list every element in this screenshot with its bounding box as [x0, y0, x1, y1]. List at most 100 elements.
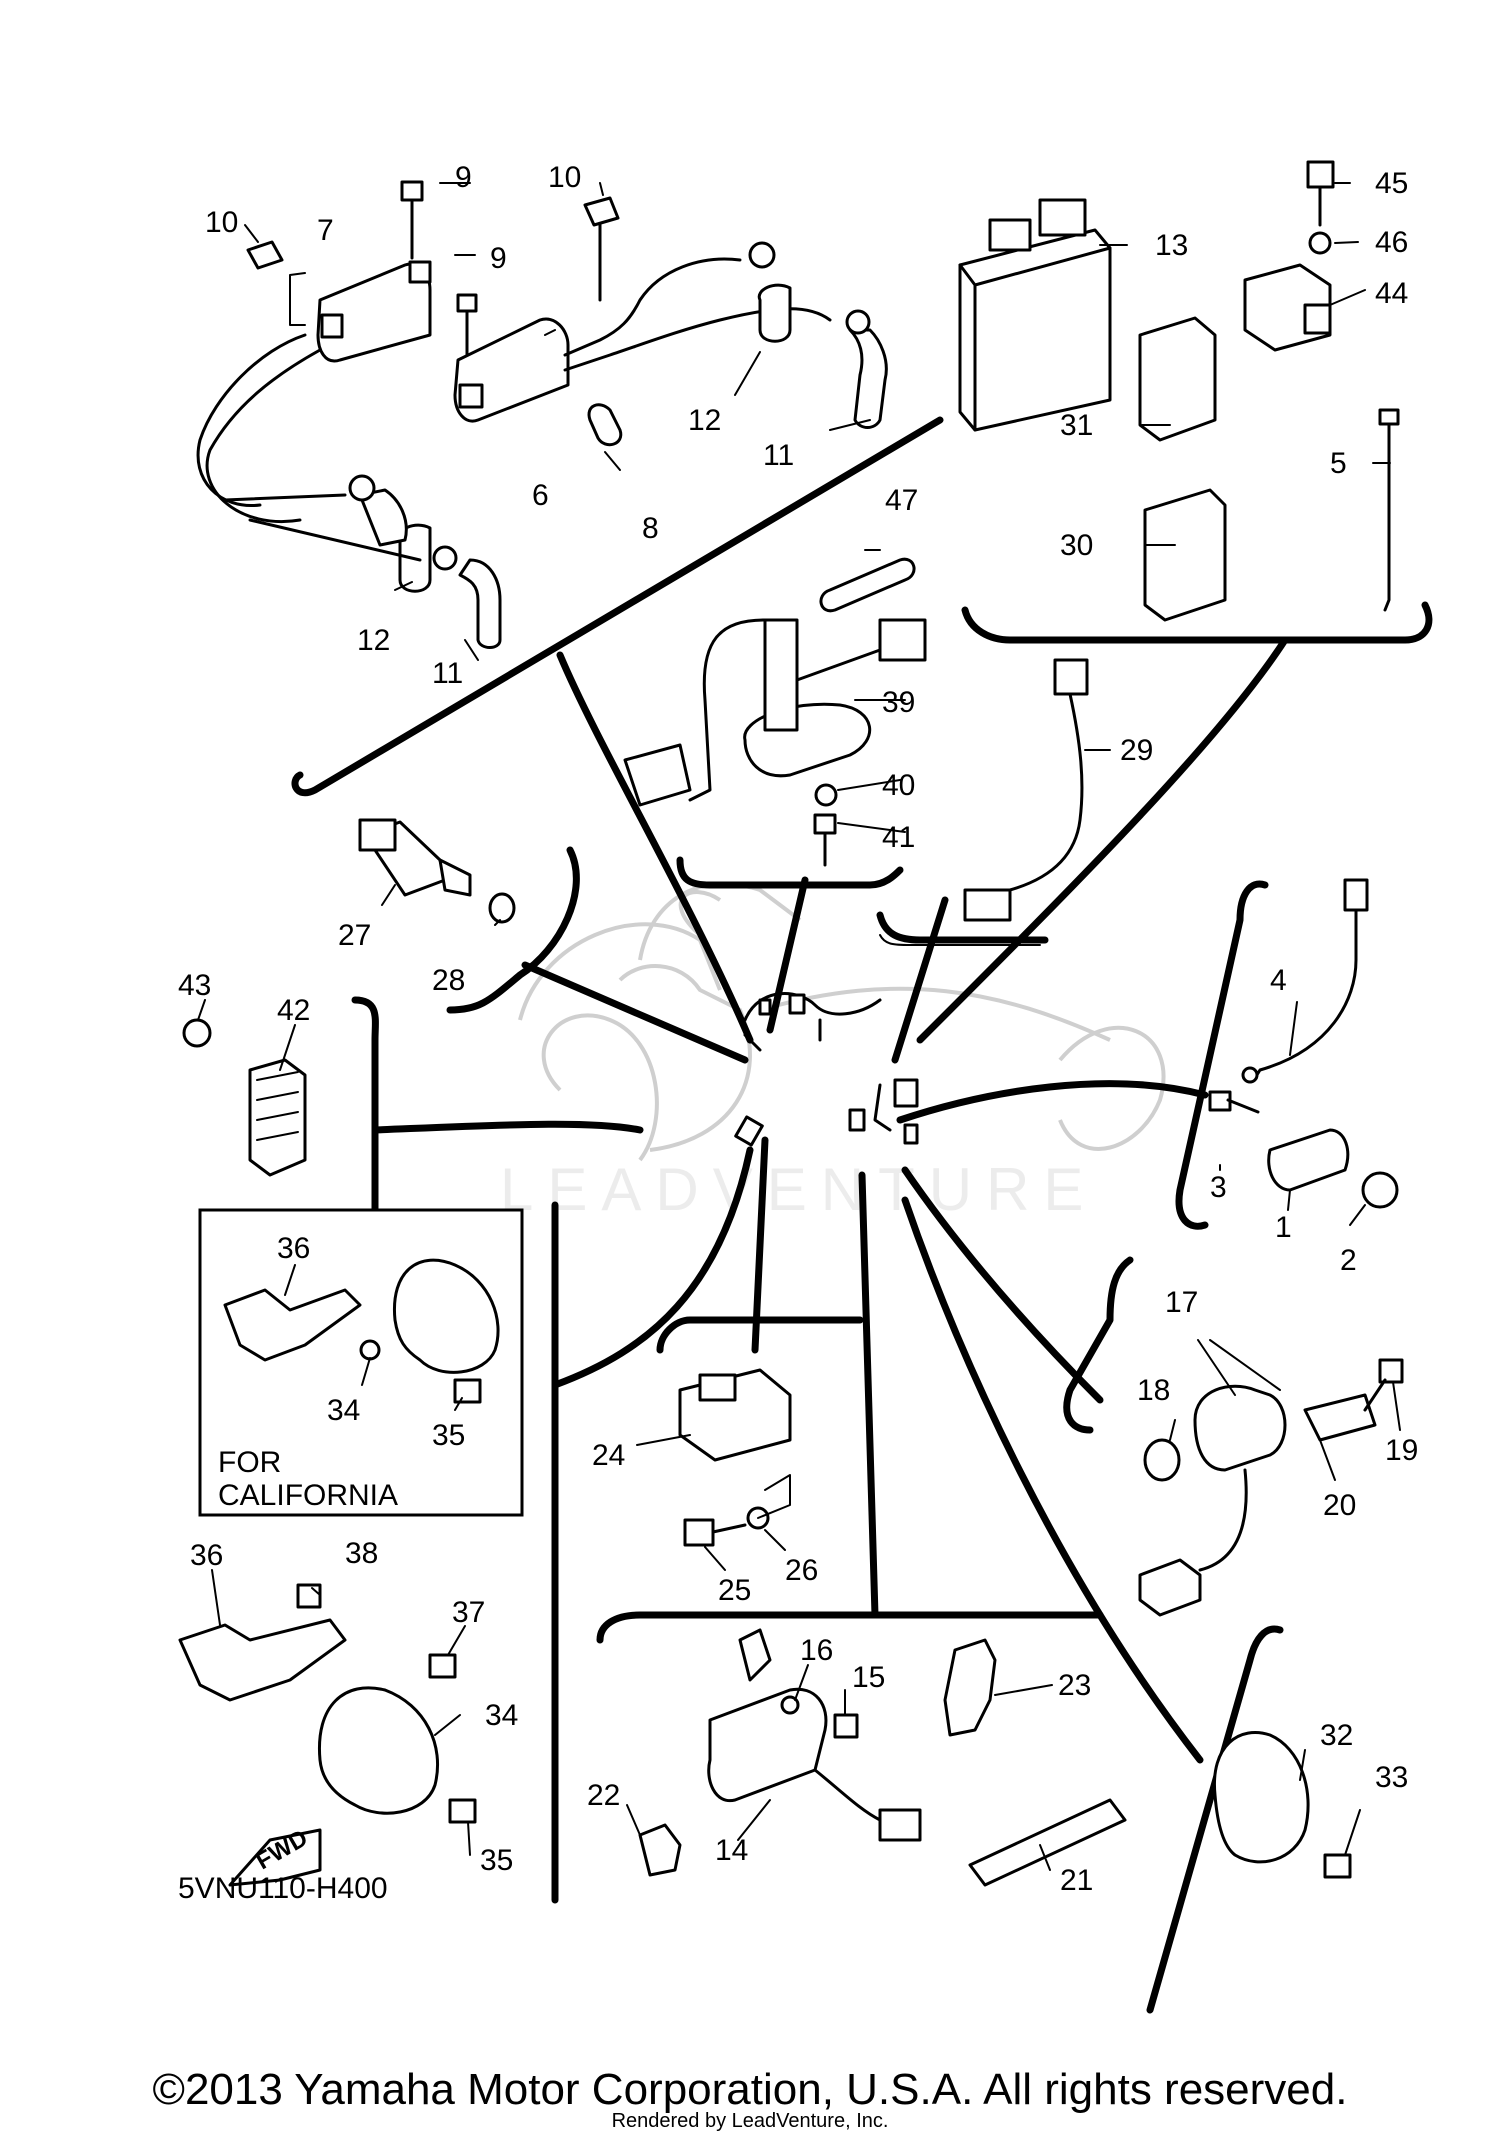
speed-sensor-group: [1208, 878, 1399, 1209]
callout-2: 2: [1340, 1244, 1357, 1277]
bolt-9-top[interactable]: [400, 180, 424, 202]
spark-plug-cap-12-right[interactable]: [757, 283, 792, 343]
callout-25: 25: [718, 1574, 751, 1607]
callout-31: 31: [1060, 409, 1093, 442]
sensor-17[interactable]: [1193, 1384, 1287, 1472]
washer-46[interactable]: [1308, 231, 1332, 255]
connector-29-bottom[interactable]: [963, 888, 1012, 922]
bolt-15[interactable]: [833, 1713, 859, 1739]
gasket-28[interactable]: [488, 892, 516, 924]
bracket-36[interactable]: [178, 1618, 347, 1702]
callout-12-right: 12: [688, 404, 721, 437]
nut-38[interactable]: [296, 1583, 322, 1609]
starter-relay-group: [678, 1368, 792, 1547]
reflector-42[interactable]: [248, 1058, 307, 1177]
connector-29-top[interactable]: [1053, 658, 1089, 696]
washer-16[interactable]: [780, 1695, 800, 1715]
crank-sensor-group: [1138, 1358, 1404, 1617]
gasket-47[interactable]: [819, 557, 916, 613]
callout-19: 19: [1385, 1434, 1418, 1467]
reflector-group: [182, 1018, 307, 1177]
callout-35-cal: 35: [432, 1419, 465, 1452]
callout-20: 20: [1323, 1489, 1356, 1522]
starter-motor-14[interactable]: [707, 1687, 828, 1803]
callout-10-left: 10: [205, 206, 238, 239]
callout-3: 3: [1210, 1171, 1227, 1204]
bolt-37[interactable]: [428, 1653, 457, 1679]
fwd-arrow: [228, 1828, 322, 1887]
connector-4[interactable]: [1343, 878, 1369, 912]
cap-10-mid[interactable]: [583, 196, 620, 227]
callout-4: 4: [1270, 964, 1287, 997]
callout-14: 14: [715, 1834, 748, 1867]
callout-29: 29: [1120, 734, 1153, 767]
callout-9-top: 9: [455, 161, 472, 194]
box-label-for: FOR: [218, 1446, 281, 1479]
fuel-sender-39[interactable]: [743, 702, 872, 778]
oring-2[interactable]: [1361, 1171, 1399, 1209]
callout-5: 5: [1330, 447, 1347, 480]
watermark-text: LEADVENTURE: [500, 1156, 1097, 1223]
callout-38: 38: [345, 1537, 378, 1570]
callout-35: 35: [480, 1844, 513, 1877]
horn-34[interactable]: [317, 1686, 440, 1815]
callout-39: 39: [882, 686, 915, 719]
bolt-45[interactable]: [1306, 160, 1335, 189]
callout-46: 46: [1375, 226, 1408, 259]
bolt-35[interactable]: [448, 1798, 477, 1824]
horn-34-cal[interactable]: [392, 1258, 500, 1374]
callout-34-cal: 34: [327, 1394, 360, 1427]
ecu-13[interactable]: [958, 228, 1112, 432]
callout-7: 7: [317, 214, 334, 247]
callout-40: 40: [882, 769, 915, 802]
callout-28: 28: [432, 964, 465, 997]
clamp-8[interactable]: [587, 403, 623, 447]
callout-leaders: [197, 182, 1401, 1871]
oring-18[interactable]: [1143, 1438, 1181, 1482]
callout-24: 24: [592, 1439, 625, 1472]
wire-harness-hub: [734, 992, 919, 1147]
clamp-20[interactable]: [1303, 1393, 1377, 1442]
washer-40[interactable]: [814, 783, 838, 807]
cable-tie-5[interactable]: [1378, 408, 1400, 426]
callout-27: 27: [338, 919, 371, 952]
cap-10-left[interactable]: [246, 240, 284, 270]
clip-22[interactable]: [638, 1823, 682, 1877]
callout-45: 45: [1375, 167, 1408, 200]
callout-17: 17: [1165, 1286, 1198, 1319]
bolt-33[interactable]: [1323, 1853, 1352, 1879]
callout-32: 32: [1320, 1719, 1353, 1752]
relay-31[interactable]: [1138, 316, 1217, 442]
callout-43: 43: [178, 969, 211, 1002]
rendered-by-notice: Rendered by LeadVenture, Inc.: [611, 2110, 889, 2132]
bolt-9-mid[interactable]: [456, 293, 478, 313]
spark-plug-cap-11-left[interactable]: [458, 558, 502, 649]
sensor-1[interactable]: [1267, 1128, 1350, 1192]
horn-32[interactable]: [1212, 1731, 1310, 1864]
callout-12-left: 12: [357, 624, 390, 657]
callout-26: 26: [785, 1554, 818, 1587]
ignition-coil-group: [196, 180, 888, 649]
callout-36-cal: 36: [277, 1232, 310, 1265]
california-horn-box: FOR CALIFORNIA: [198, 1208, 524, 1517]
relay-30[interactable]: [1143, 488, 1227, 622]
clamp-23[interactable]: [943, 1638, 997, 1737]
nut-43[interactable]: [182, 1018, 212, 1048]
callout-22: 22: [587, 1779, 620, 1812]
screw-41[interactable]: [813, 813, 837, 835]
leader-lines: [371, 636, 1289, 1764]
group-brackets: [291, 416, 1433, 2014]
callout-11-left: 11: [432, 657, 463, 690]
callout-30: 30: [1060, 529, 1093, 562]
diagram-code: 5VNU110-H400: [178, 1872, 388, 1905]
callout-numbers: 9 10 10 7 9 6 8 12 11 12 11 13 45 46 44 …: [178, 161, 1418, 1897]
bolt-35-cal[interactable]: [453, 1378, 482, 1404]
callout-36: 36: [190, 1539, 223, 1572]
bracket-36-cal[interactable]: [223, 1288, 362, 1362]
shaft-21[interactable]: [968, 1798, 1127, 1887]
spark-plug-cap-11-right[interactable]: [848, 328, 888, 429]
bolt-19[interactable]: [1378, 1358, 1404, 1384]
callout-13: 13: [1155, 229, 1188, 262]
bolt-25[interactable]: [683, 1518, 715, 1547]
motorcycle-silhouette: LEADVENTURE: [500, 881, 1166, 1223]
